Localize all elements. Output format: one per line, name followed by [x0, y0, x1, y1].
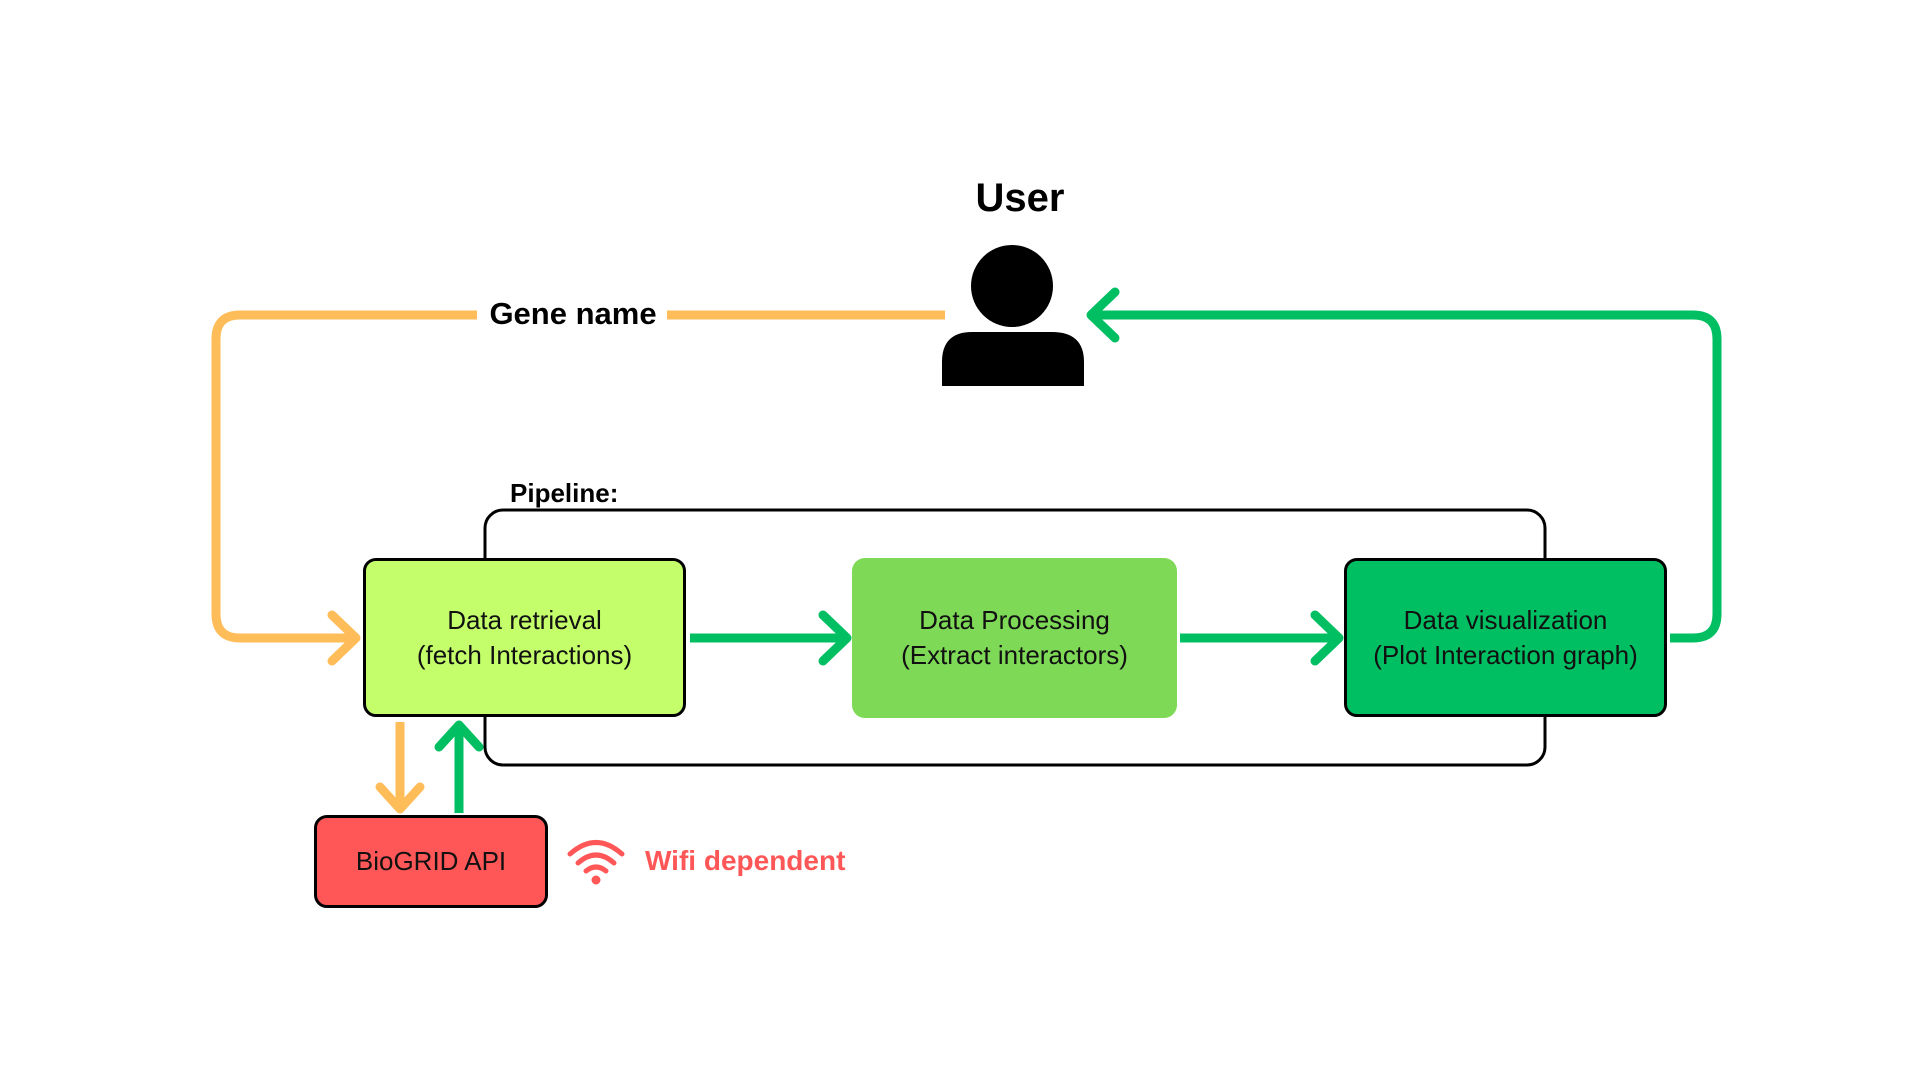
biogrid-api-label: BioGRID API — [355, 846, 507, 876]
biogrid-api-box: BioGRID API — [314, 815, 548, 908]
data-visualization-box: Data visualization (Plot Interaction gra… — [1344, 558, 1667, 717]
data-retrieval-title: Data retrieval — [447, 604, 602, 635]
wifi-icon — [567, 840, 625, 885]
result-return-arrowhead — [1086, 287, 1120, 343]
data-visualization-title: Data visualization — [1403, 604, 1608, 635]
data-retrieval-box: Data retrieval (fetch Interactions) — [363, 558, 686, 717]
user-label: User — [975, 176, 1065, 220]
data-visualization-subtitle: (Plot Interaction graph) — [1373, 639, 1638, 670]
result-return-line — [1092, 310, 1722, 643]
retrieval-to-processing-arrowhead — [818, 610, 852, 666]
data-processing-title: Data Processing — [919, 605, 1110, 635]
data-retrieval-subtitle: (fetch Interactions) — [416, 639, 633, 670]
gene-name-arrowhead — [327, 610, 361, 666]
user-silhouette-icon — [942, 245, 1084, 386]
request-arrowhead — [375, 782, 425, 814]
response-arrowhead — [434, 720, 484, 752]
gene-name-label: Gene name — [489, 296, 657, 331]
wifi-dependent-label: Wifi dependent — [645, 845, 846, 876]
data-processing-box: Data Processing (Extract interactors) — [852, 558, 1177, 718]
processing-to-visualization-arrowhead — [1310, 610, 1344, 666]
pipeline-label: Pipeline: — [510, 478, 619, 508]
data-processing-subtitle: (Extract interactors) — [901, 640, 1128, 670]
gene-name-line-left — [211, 310, 477, 643]
